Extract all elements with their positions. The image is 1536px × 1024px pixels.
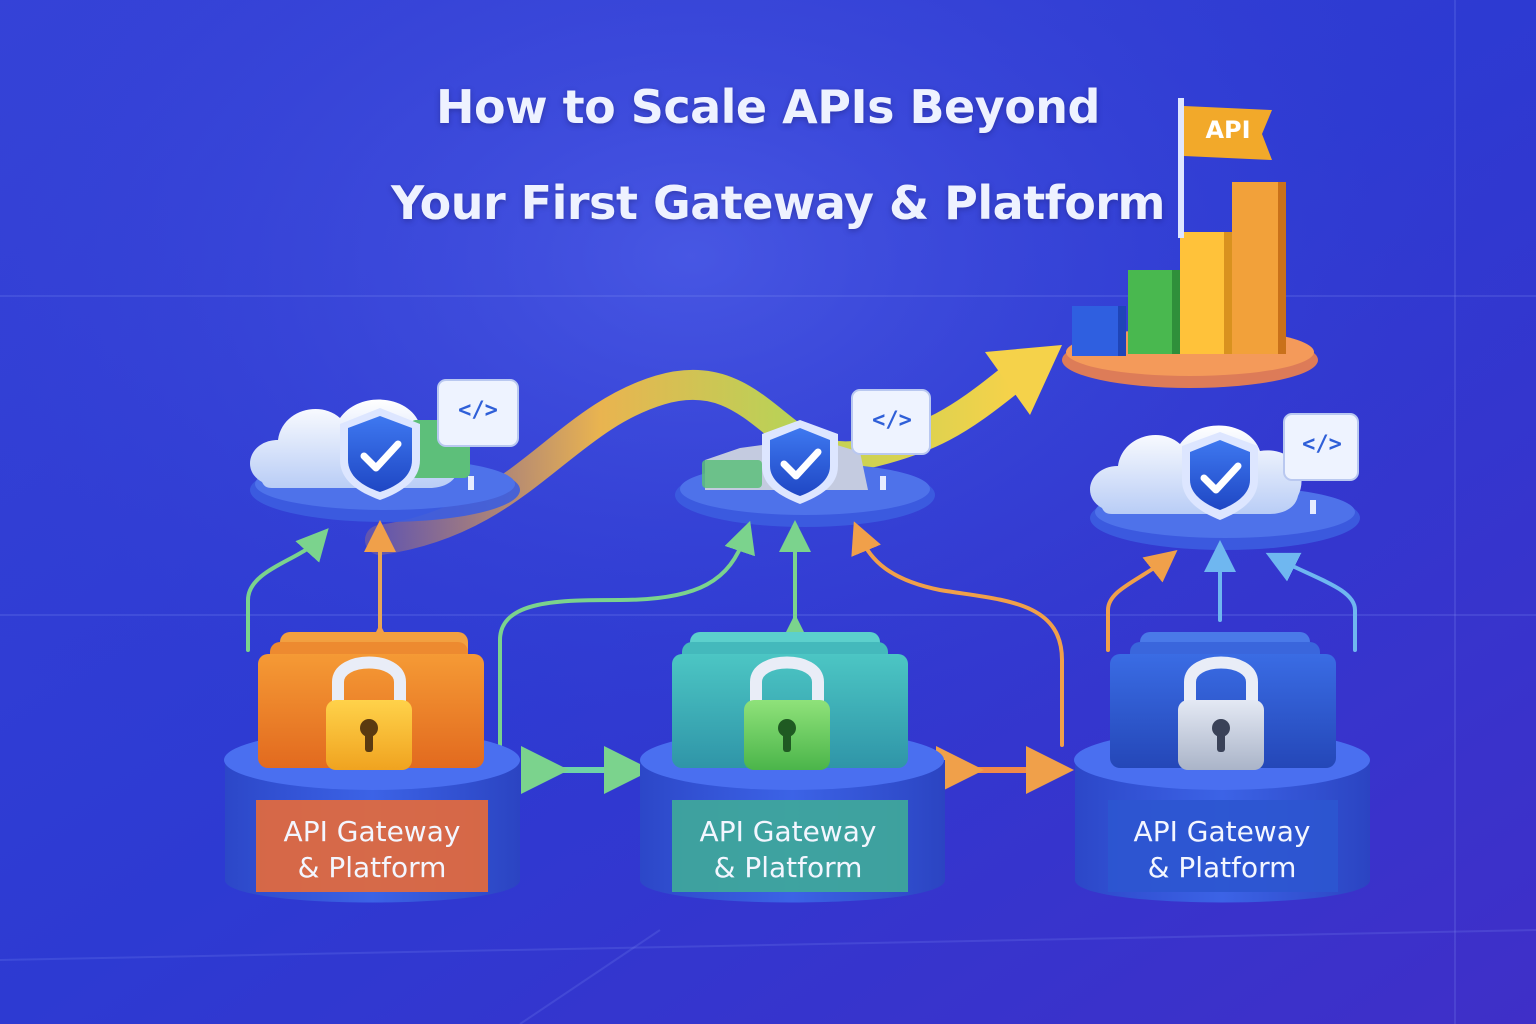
code-badge-3: </> [1302, 432, 1342, 457]
growth-chart-icon [1062, 182, 1318, 388]
gateway-label-3-line2: & Platform [1147, 851, 1297, 884]
cloud-node-2 [675, 389, 935, 527]
cloud-node-1 [250, 379, 520, 522]
gateway-label-1-line2: & Platform [297, 851, 447, 884]
padlock-icon [1178, 656, 1264, 770]
padlock-icon [326, 656, 412, 770]
api-flag-icon [1178, 98, 1272, 238]
code-badge-1: </> [458, 398, 498, 423]
gateway-label-1: API Gateway & Platform [252, 814, 492, 886]
api-flag-label: API [1205, 116, 1251, 144]
page-title-line-1: How to Scale APIs Beyond [436, 80, 1100, 134]
page-title-line-2: Your First Gateway & Platform [391, 176, 1165, 230]
gateway-label-1-line1: API Gateway [283, 815, 461, 848]
gateway-label-3-line1: API Gateway [1133, 815, 1311, 848]
gateway-label-2: API Gateway & Platform [668, 814, 908, 886]
connection-arrows [246, 520, 1357, 794]
scaling-arrow-head [985, 345, 1062, 415]
cloud-node-3 [1090, 413, 1360, 550]
gateway-label-2-line1: API Gateway [699, 815, 877, 848]
code-badge-2: </> [872, 408, 912, 433]
gateway-label-3: API Gateway & Platform [1102, 814, 1342, 886]
gateway-label-2-line2: & Platform [713, 851, 863, 884]
padlock-icon [744, 656, 830, 770]
gateway-node-2 [640, 632, 945, 903]
